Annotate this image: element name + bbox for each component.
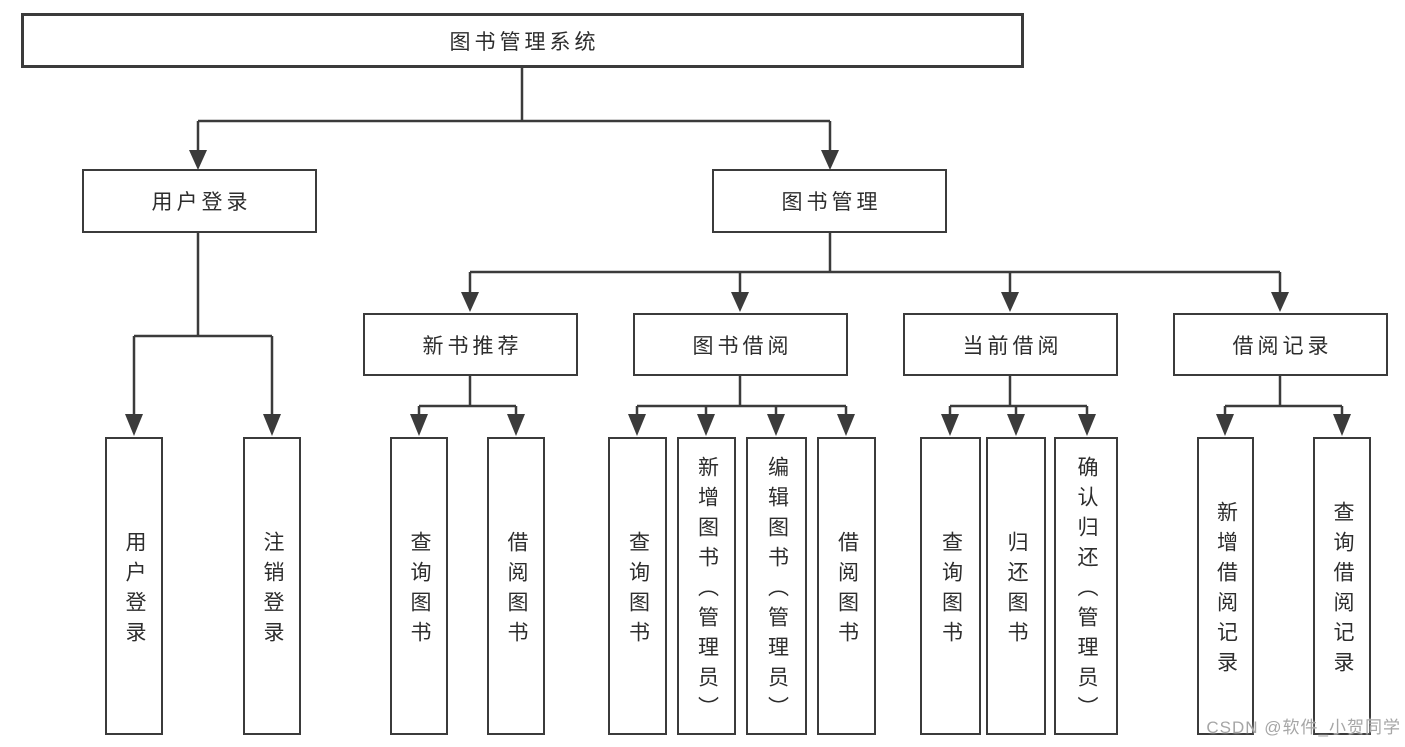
connector-borrowing-records-to-children (1216, 376, 1351, 436)
leaf-edit-book-admin: 编辑图书（管理员） (746, 437, 807, 735)
leaf-add-borrow-record: 新增借阅记录 (1197, 437, 1254, 735)
node-library-management-system: 图书管理系统 (21, 13, 1024, 68)
leaf-logout: 注销登录 (243, 437, 301, 735)
node-user-login: 用户登录 (82, 169, 317, 233)
node-book-management: 图书管理 (712, 169, 947, 233)
connector-book-borrowing-to-children (628, 376, 855, 436)
leaf-borrow-books-recommend: 借阅图书 (487, 437, 545, 735)
leaf-user-login: 用户登录 (105, 437, 163, 735)
node-new-book-recommend: 新书推荐 (363, 313, 578, 376)
leaf-add-book-admin: 新增图书（管理员） (677, 437, 736, 735)
node-book-borrowing: 图书借阅 (633, 313, 848, 376)
leaf-query-books-current: 查询图书 (920, 437, 981, 735)
connector-current-borrowing-to-children (941, 376, 1096, 436)
connector-new-book-recommend-to-children (410, 376, 525, 436)
leaf-return-book: 归还图书 (986, 437, 1046, 735)
connector-root-to-level2 (189, 68, 839, 170)
leaf-query-borrow-record: 查询借阅记录 (1313, 437, 1371, 735)
leaf-query-books-recommend: 查询图书 (390, 437, 448, 735)
node-borrowing-records: 借阅记录 (1173, 313, 1388, 376)
leaf-borrow-books-borrowing: 借阅图书 (817, 437, 876, 735)
leaf-confirm-return-admin: 确认归还（管理员） (1054, 437, 1118, 735)
csdn-watermark: CSDN @软件_小贺同学 (1206, 718, 1401, 737)
connector-user-login-to-children (125, 233, 281, 436)
connector-book-management-to-level3 (461, 233, 1289, 312)
node-current-borrowing: 当前借阅 (903, 313, 1118, 376)
leaf-query-books-borrowing: 查询图书 (608, 437, 667, 735)
